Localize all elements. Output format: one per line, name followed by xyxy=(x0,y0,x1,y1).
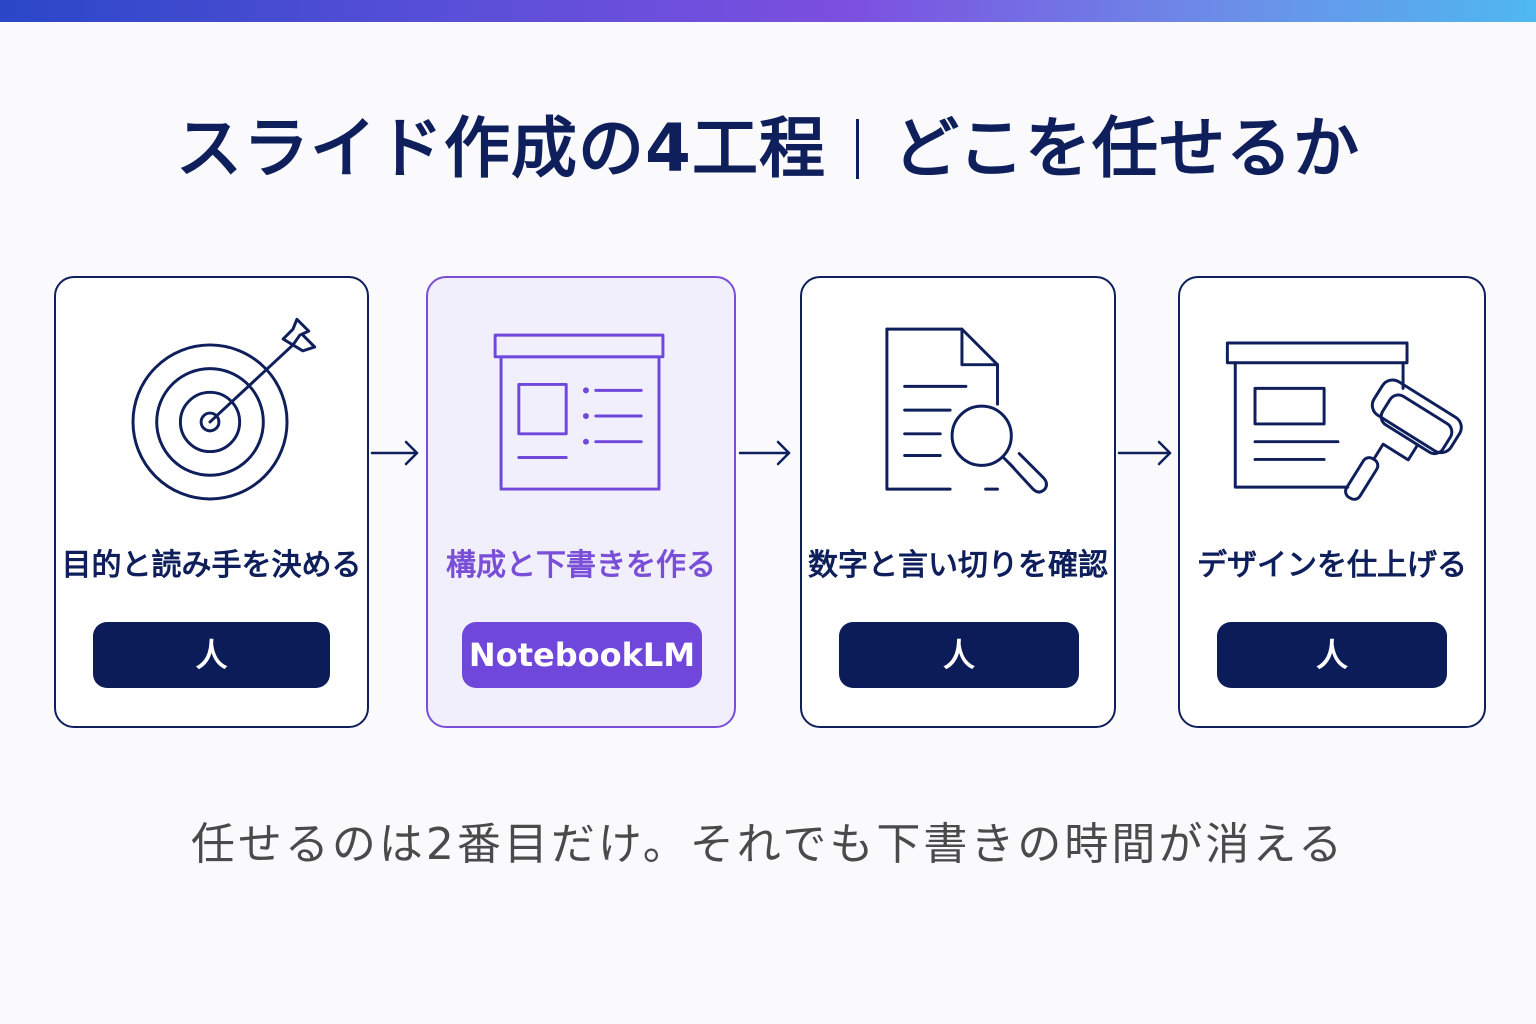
step-4-owner-badge: 人 xyxy=(1217,622,1447,688)
arrow-3-icon xyxy=(1117,430,1175,476)
step-4-label: デザインを仕上げる xyxy=(1197,548,1467,583)
step-card-4: デザインを仕上げる 人 xyxy=(1178,276,1486,728)
arrow-1-icon xyxy=(370,430,422,476)
slide-layout-icon xyxy=(428,308,734,528)
step-card-1: 目的と読み手を決める 人 xyxy=(54,276,369,728)
step-card-2: 構成と下書きを作る NotebookLM xyxy=(426,276,736,728)
step-2-label: 構成と下書きを作る xyxy=(446,548,716,583)
step-1-owner-badge: 人 xyxy=(93,622,330,688)
step-1-label: 目的と読み手を決める xyxy=(61,548,362,583)
target-icon xyxy=(56,308,367,528)
title-main: スライド作成の4工程 xyxy=(176,110,826,187)
step-card-3: 数字と言い切りを確認 人 xyxy=(800,276,1116,728)
title-question: どこを任せるか xyxy=(892,110,1360,187)
paint-roller-icon xyxy=(1180,308,1484,528)
step-3-owner-badge: 人 xyxy=(839,622,1079,688)
page-title: スライド作成の4工程どこを任せるか xyxy=(0,105,1536,193)
step-2-owner-badge: NotebookLM xyxy=(462,622,702,688)
title-separator xyxy=(855,118,859,179)
top-gradient-bar xyxy=(0,0,1536,22)
step-3-label: 数字と言い切りを確認 xyxy=(808,548,1108,583)
document-search-icon xyxy=(802,308,1114,528)
footer-caption: 任せるのは2番目だけ。それでも下書きの時間が消える xyxy=(190,819,1346,870)
arrow-2-icon xyxy=(738,430,794,476)
